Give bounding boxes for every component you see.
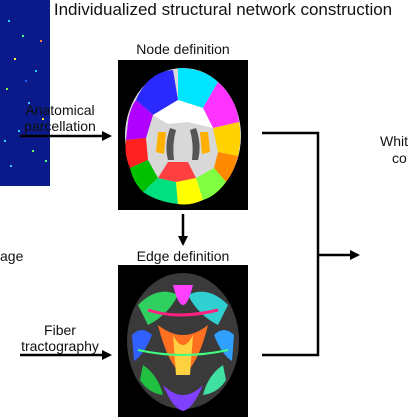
anatomical-label-line2: parcellation — [24, 118, 96, 134]
parcellation-image — [118, 60, 248, 210]
edge-definition-heading: Edge definition — [136, 248, 230, 264]
white-matter-label-fragment: Whit — [380, 133, 408, 149]
anatomical-label-line1: Anatomical — [25, 102, 95, 118]
diagram-title: Individualized structural network constr… — [53, 0, 393, 19]
connectivity-label-fragment: co — [392, 150, 407, 166]
bracket-connector — [262, 131, 320, 357]
fiber-tractography-label: Fiber tractography — [20, 322, 100, 354]
connectivity-matrix — [0, 0, 50, 186]
fiber-label-line1: Fiber — [44, 322, 76, 338]
fiber-label-line2: tractography — [21, 338, 99, 354]
image-label-fragment: age — [0, 248, 24, 264]
node-definition-heading: Node definition — [136, 41, 230, 57]
anatomical-parcellation-label: Anatomical parcellation — [20, 102, 100, 134]
tractography-image — [118, 265, 248, 417]
